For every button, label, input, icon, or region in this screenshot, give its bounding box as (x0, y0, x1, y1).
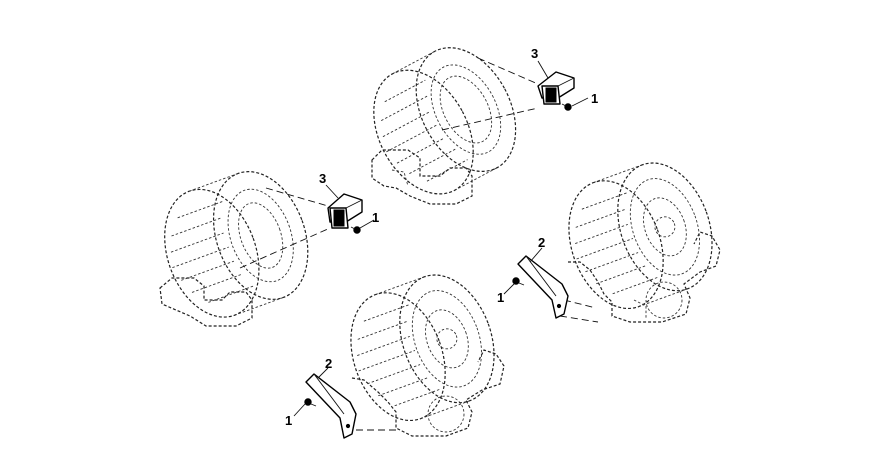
bolt-top (561, 103, 572, 111)
phantom-fan-assembly-right (568, 162, 721, 323)
callout-right-bracket: 2 (538, 235, 545, 250)
phantom-fan-assembly-top (371, 47, 517, 205)
phantom-fan-assembly-bottom (350, 274, 505, 437)
callout-bottom-bracket: 2 (325, 356, 332, 371)
bracket-top (537, 71, 575, 105)
assembly-guide-lines (239, 57, 599, 431)
bolt-bottom (304, 398, 317, 407)
callout-top-bolt: 1 (591, 91, 598, 106)
bolt-right (512, 277, 525, 286)
callout-top-bracket: 3 (531, 46, 538, 61)
bracket-bottom (305, 373, 357, 439)
leader-lines (293, 60, 589, 417)
callout-bottom-bolt: 1 (285, 413, 292, 428)
phantom-fan-assembly-left (159, 171, 309, 327)
bracket-right (517, 255, 569, 319)
callout-labels: 3 1 3 1 2 1 2 1 (285, 46, 598, 428)
bracket-left (327, 193, 363, 229)
callout-left-bolt: 1 (372, 210, 379, 225)
bolt-left (350, 226, 361, 234)
callout-left-bracket: 3 (319, 171, 326, 186)
callout-right-bolt: 1 (497, 290, 504, 305)
